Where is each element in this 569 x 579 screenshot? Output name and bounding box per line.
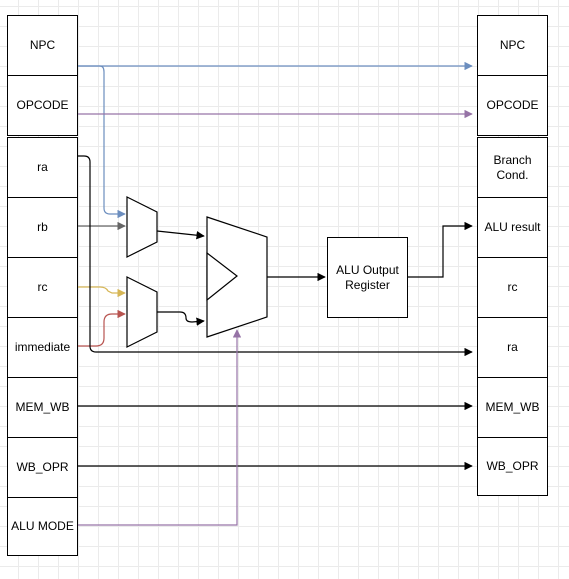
right-reg-rc: rc bbox=[477, 257, 548, 318]
left-reg-rc: rc bbox=[7, 257, 78, 318]
ra-wire bbox=[78, 155, 473, 357]
left-reg-immediate-label: immediate bbox=[14, 340, 71, 355]
right-reg-branch-cond-label: Branch Cond. bbox=[493, 153, 532, 182]
mux-a-output-wire bbox=[156, 230, 205, 240]
right-reg-alu-result: ALU result bbox=[477, 197, 548, 258]
left-reg-opcode-label: OPCODE bbox=[16, 98, 69, 113]
left-reg-npc: NPC bbox=[7, 15, 78, 76]
left-reg-opcode: OPCODE bbox=[7, 75, 78, 136]
npc-to-mux-wire bbox=[78, 65, 126, 219]
alu-operation-icon bbox=[206, 251, 238, 302]
right-reg-mem-wb: MEM_WB bbox=[477, 377, 548, 438]
left-reg-mem-wb-label: MEM_WB bbox=[15, 400, 70, 415]
alu-mode-wire bbox=[78, 329, 242, 526]
left-reg-rb-label: rb bbox=[37, 220, 48, 235]
left-reg-rb: rb bbox=[7, 197, 78, 258]
mux-a bbox=[126, 196, 158, 258]
left-reg-wb-opr: WB_OPR bbox=[7, 437, 78, 498]
right-reg-rc-label: rc bbox=[507, 280, 518, 295]
mux-b bbox=[126, 276, 158, 348]
left-reg-ra-label: ra bbox=[37, 160, 48, 175]
right-reg-npc: NPC bbox=[477, 15, 548, 76]
right-reg-wb-opr: WB_OPR bbox=[477, 437, 548, 496]
right-reg-npc-label: NPC bbox=[499, 38, 526, 53]
right-reg-opcode-label: OPCODE bbox=[486, 98, 539, 113]
immediate-wire bbox=[78, 309, 126, 347]
alu-output-register-label: ALU Output Register bbox=[336, 263, 399, 292]
rc-wire bbox=[78, 286, 126, 298]
right-reg-opcode: OPCODE bbox=[477, 75, 548, 136]
left-reg-alu-mode: ALU MODE bbox=[7, 497, 78, 556]
right-reg-wb-opr-label: WB_OPR bbox=[486, 459, 539, 474]
right-reg-mem-wb-label: MEM_WB bbox=[485, 400, 540, 415]
mux-b-output-wire bbox=[157, 311, 205, 326]
alu-output-register: ALU Output Register bbox=[327, 237, 408, 318]
left-reg-alu-mode-label: ALU MODE bbox=[11, 519, 74, 534]
right-reg-alu-result-label: ALU result bbox=[484, 220, 541, 235]
alu-result-wire bbox=[408, 221, 473, 278]
left-reg-immediate: immediate bbox=[7, 317, 78, 378]
left-reg-ra: ra bbox=[7, 137, 78, 198]
left-reg-mem-wb: MEM_WB bbox=[7, 377, 78, 438]
right-reg-branch-cond: Branch Cond. bbox=[477, 137, 548, 198]
left-reg-wb-opr-label: WB_OPR bbox=[16, 460, 69, 475]
left-reg-rc-label: rc bbox=[37, 280, 48, 295]
left-reg-npc-label: NPC bbox=[29, 38, 56, 53]
right-reg-ra-label: ra bbox=[507, 340, 518, 355]
